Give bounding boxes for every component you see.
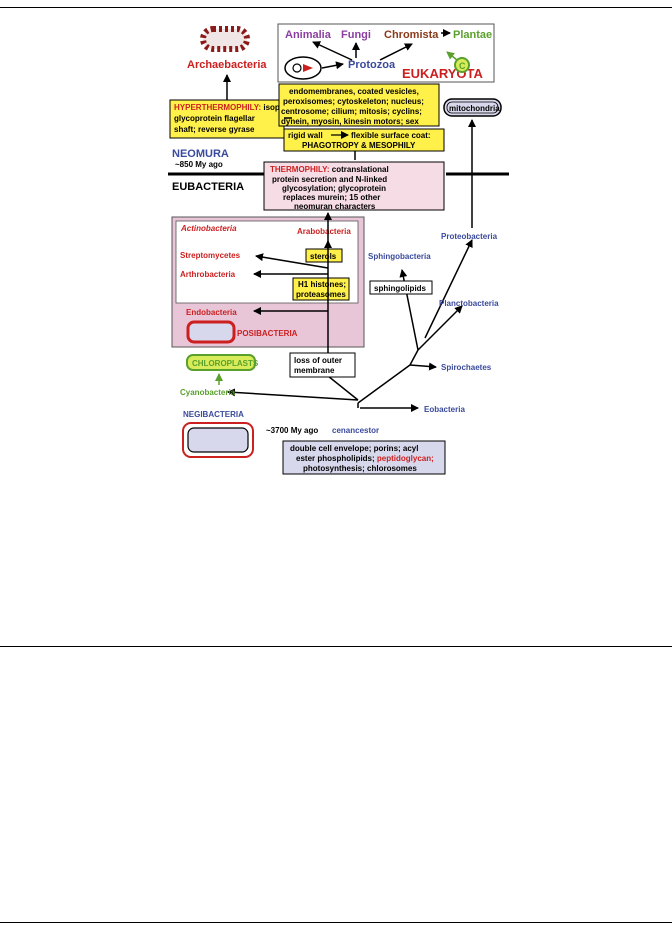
- endomembranes-box: [278, 83, 440, 127]
- chromista-label: Chromista: [384, 29, 439, 41]
- eubacteria-label: EUBACTERIA: [172, 181, 244, 193]
- h1-histones-box: [292, 277, 350, 301]
- thermophily-box: [263, 161, 445, 211]
- archaebacteria-label: Archaebacteria: [187, 59, 267, 71]
- archaebacteria-cell-icon: [200, 26, 250, 52]
- bottom-rule: [0, 922, 672, 923]
- spirochaetes-label: Spirochaetes: [441, 363, 492, 372]
- branch-to-sphingo-node: [409, 349, 419, 366]
- proteobacteria-label: Proteobacteria: [441, 232, 498, 241]
- arrow-chloroplast-plantae: [446, 51, 458, 61]
- top-rule: [0, 7, 672, 8]
- chloroplast-symbol-icon: [454, 57, 470, 73]
- endomembranes-line-3: centrosome; cilium; mitosis; cyclins;: [281, 107, 422, 116]
- sphingolipids-label: sphingolipids: [374, 284, 427, 293]
- double-envelope-line1: double cell envelope; porins; acyl: [290, 444, 418, 453]
- rigid-wall-box: [283, 128, 445, 152]
- streptomycetes-label: Streptomycetes: [180, 251, 241, 260]
- sterols-box: [305, 248, 343, 263]
- sphingobacteria-label: Sphingobacteria: [368, 252, 431, 261]
- thermophily-line3: glycosylation; glycoprotein: [282, 184, 386, 193]
- actinobacteria-label: Actinobacteria: [180, 224, 237, 233]
- negibacteria-label: NEGIBACTERIA: [183, 410, 244, 419]
- eukaryota-title: EUKARYOTA: [402, 66, 484, 81]
- loss-of-outer-line2: membrane: [294, 366, 335, 375]
- cyanobacteria-label: Cyanobacteria: [180, 388, 236, 397]
- negibacteria-cell-icon: [182, 422, 254, 458]
- branch-cenancestor-cyano: [227, 388, 359, 401]
- arrow-protozoa-animalia: [312, 41, 353, 61]
- thermophily-line2: protein secretion and N-linked: [272, 175, 387, 184]
- sphingolipids-box: [369, 280, 433, 295]
- eukaryote-cell-icon: [284, 56, 322, 80]
- protozoa-label: Protozoa: [348, 59, 396, 71]
- branch-cenancestor-posi: [327, 375, 359, 401]
- posibacteria-label: POSIBACTERIA: [237, 329, 298, 338]
- rigid-wall-label: rigid wall: [288, 131, 323, 140]
- endomembranes-line-2: peroxisomes; cytoskeleton; nucleus;: [283, 97, 424, 106]
- branch-to-spiro-node: [357, 364, 411, 404]
- thermophily-line4: replaces murein; 15 other: [283, 193, 380, 202]
- arthrobacteria-label: Arthrobacteria: [180, 270, 236, 279]
- hyperthermophily-line2: glycoprotein flagellar: [174, 114, 255, 123]
- endomembranes-line-4: dynein, myosin, kinesin motors; sex: [281, 117, 419, 126]
- chloroplasts-label: CHLOROPLASTS: [192, 359, 259, 368]
- cenancestor-label: cenancestor: [332, 426, 379, 435]
- sterols-label: sterols: [310, 252, 337, 261]
- endobacteria-label: Endobacteria: [186, 308, 237, 317]
- flexible-coat-label: flexible surface coat:: [351, 131, 431, 140]
- arrow-to-streptomycetes: [255, 253, 329, 269]
- middle-rule: [0, 646, 672, 647]
- endomembranes-line-1: endomembranes, coated vesicles,: [289, 87, 419, 96]
- thermophily-line1: THERMOPHILY: cotranslational: [270, 165, 389, 174]
- arabobacteria-label: Arabobacteria: [297, 227, 351, 236]
- double-envelope-line3: photosynthesis; chlorosomes: [303, 464, 417, 473]
- chloroplasts-box: [186, 354, 256, 371]
- branch-to-proteo: [424, 239, 473, 339]
- eobacteria-label: Eobacteria: [424, 405, 465, 414]
- animalia-label: Animalia: [285, 29, 332, 41]
- h1-histones-line2: proteasomes: [296, 290, 346, 299]
- mitochondria-label: mitochondria: [449, 104, 500, 113]
- mitochondria-box: [443, 98, 502, 117]
- hyperthermophily-box: [169, 99, 285, 139]
- loss-of-outer-line1: loss of outer: [294, 356, 342, 365]
- thermophily-line5: neomuran characters: [294, 202, 376, 211]
- plantae-label: Plantae: [453, 29, 492, 41]
- double-envelope-line2: ester phospholipids; peptidoglycan;: [296, 454, 434, 463]
- hyperthermophily-line3: shaft; reverse gyrase: [174, 125, 255, 134]
- planctobacteria-label: Planctobacteria: [439, 299, 499, 308]
- h1-histones-line1: H1 histones;: [298, 280, 346, 289]
- arrow-to-spirochaetes: [409, 362, 437, 371]
- loss-of-outer-membrane-box: [289, 352, 356, 378]
- neomura-label: NEOMURA: [172, 148, 229, 160]
- fungi-label: Fungi: [341, 29, 371, 41]
- neomura-age-label: ~850 My ago: [175, 160, 223, 169]
- double-envelope-box: [282, 440, 446, 475]
- arrow-to-planctobacteria: [417, 305, 463, 351]
- cenancestor-age-label: ~3700 My ago: [266, 426, 318, 435]
- posibacteria-cell-icon: [186, 320, 236, 344]
- chloroplast-symbol-label: C: [459, 61, 466, 71]
- phagotropy-label: PHAGOTROPY & MESOPHILY: [302, 141, 416, 150]
- arrow-cell-protozoa: [321, 61, 344, 70]
- arrow-protozoa-chromista: [379, 43, 413, 61]
